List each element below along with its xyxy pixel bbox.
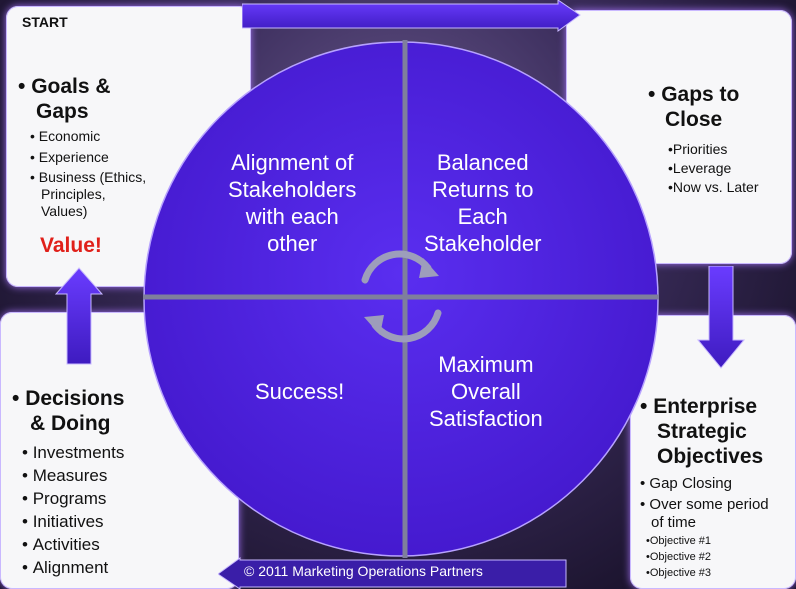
- bl-item: • Alignment: [22, 558, 109, 577]
- br-item: • Gap Closing: [640, 475, 732, 492]
- central-circle: Alignment of Stakeholders with each othe…: [143, 40, 659, 558]
- objective-item: •Objective #2: [646, 551, 711, 563]
- tl-item: Principles,: [41, 186, 106, 202]
- tr-item: •Now vs. Later: [668, 179, 759, 195]
- enterprise-objectives-panel: [630, 315, 796, 589]
- start-label: START: [22, 14, 68, 30]
- bl-item: • Programs: [22, 489, 107, 508]
- tr-item: •Priorities: [668, 141, 728, 157]
- goals-gaps-heading: • Goals &: [18, 75, 111, 98]
- quadrant-maximum-satisfaction: Maximum Overall Satisfaction: [429, 352, 543, 431]
- bl-item: • Activities: [22, 535, 100, 554]
- quadrant-balanced-returns: Balanced Returns to Each Stakeholder: [424, 150, 542, 256]
- tl-item: Values): [41, 203, 88, 219]
- bl-item: • Measures: [22, 466, 108, 485]
- br-item: of time: [651, 514, 697, 531]
- down-arrow-right: [696, 266, 746, 369]
- enterprise-heading-line3: Objectives: [657, 445, 764, 468]
- decisions-doing-heading-line2: & Doing: [30, 412, 111, 435]
- enterprise-heading: • Enterprise: [640, 395, 758, 418]
- objective-item: •Objective #3: [646, 567, 711, 579]
- decisions-doing-heading: • Decisions: [12, 387, 125, 410]
- enterprise-heading-line2: Strategic: [657, 420, 747, 443]
- tl-item: • Experience: [30, 149, 109, 165]
- tl-item: • Economic: [30, 128, 101, 144]
- up-arrow-left: [54, 267, 104, 365]
- br-item: • Over some period: [640, 496, 769, 513]
- copyright-footer: © 2011 Marketing Operations Partners: [244, 563, 483, 579]
- value-label: Value!: [40, 234, 102, 257]
- tl-item: • Business (Ethics,: [30, 169, 147, 185]
- quadrant-success: Success!: [255, 379, 345, 404]
- quadrant-alignment: Alignment of Stakeholders with each othe…: [228, 150, 357, 256]
- cycle-arrows-icon: [361, 250, 442, 343]
- bl-item: • Initiatives: [22, 512, 104, 531]
- bl-item: • Investments: [22, 443, 125, 462]
- goals-gaps-heading-line2: Gaps: [36, 100, 89, 123]
- gaps-to-close-heading-line2: Close: [665, 108, 723, 131]
- tr-item: •Leverage: [668, 160, 732, 176]
- objective-item: •Objective #1: [646, 535, 711, 547]
- gaps-to-close-heading: • Gaps to: [648, 83, 740, 106]
- top-right-arrow: [242, 0, 581, 32]
